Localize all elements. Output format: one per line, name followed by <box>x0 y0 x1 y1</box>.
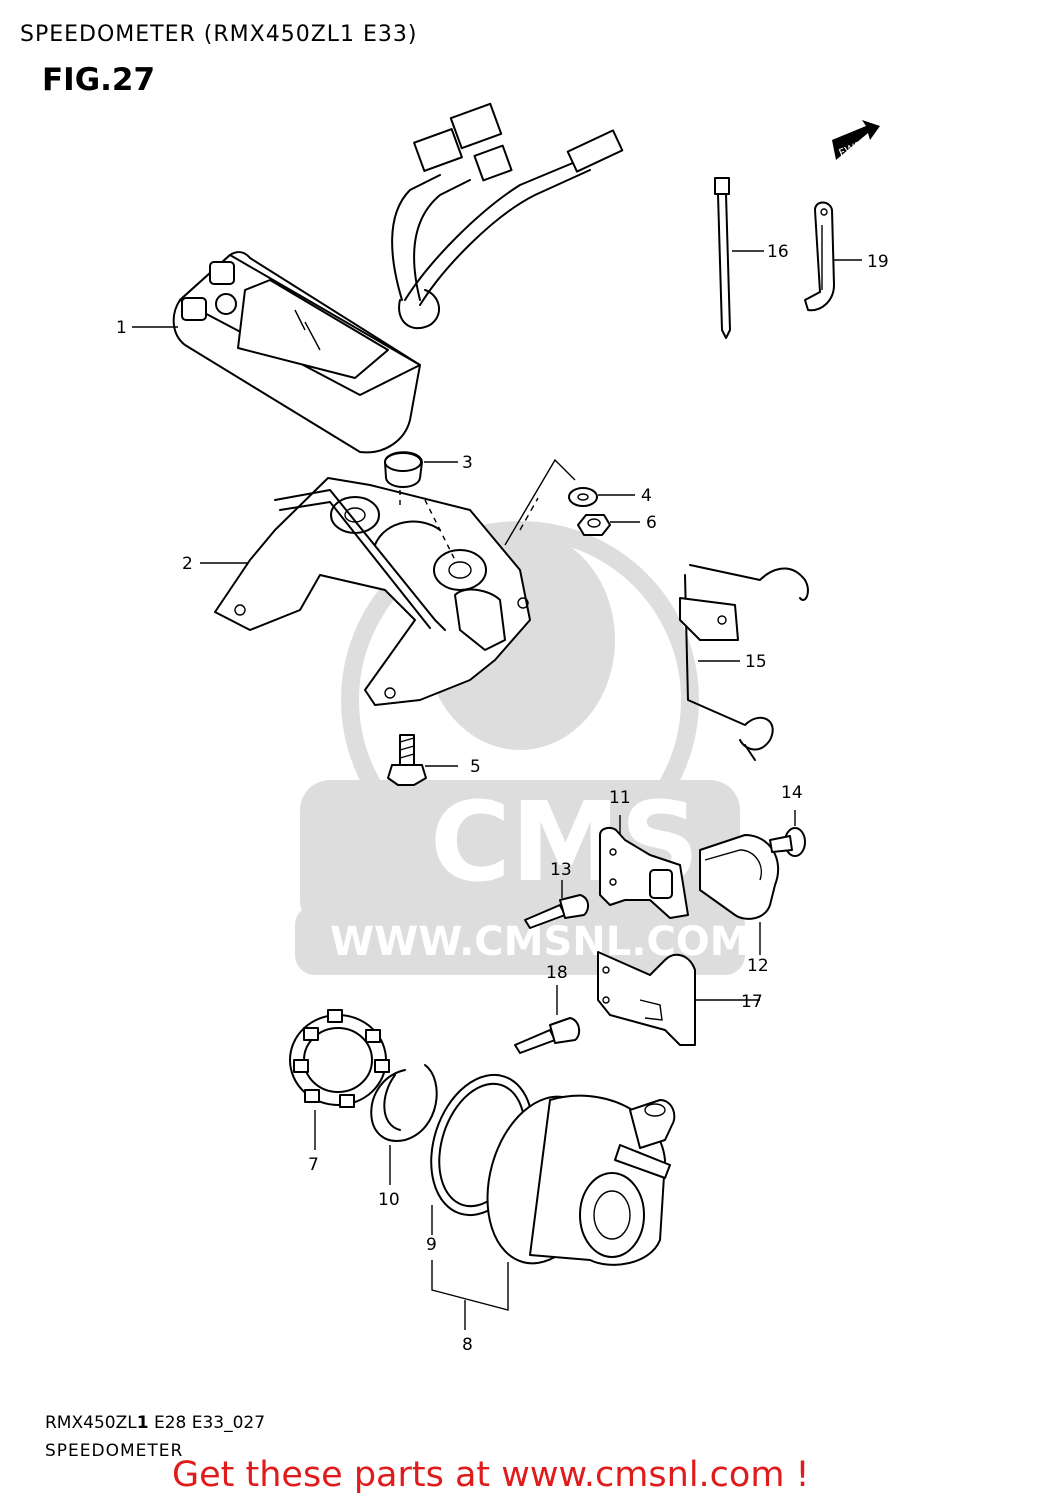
part-13-rivet <box>524 880 590 929</box>
part-14-screw <box>769 810 806 857</box>
callout-9: 9 <box>426 1235 437 1255</box>
part-2-bracket <box>214 458 576 706</box>
part-3-grommet <box>384 451 456 561</box>
part-15-wire-clamp <box>679 564 809 761</box>
callout-1: 1 <box>116 318 127 338</box>
callout-3: 3 <box>462 453 473 473</box>
part-11-sensor-bracket <box>599 815 689 919</box>
callout-14: 14 <box>781 783 803 803</box>
part-8-speed-sensor <box>486 1094 676 1266</box>
part-17-sensor-holder <box>597 951 760 1046</box>
model-prefix: RMX450ZL <box>45 1413 137 1433</box>
fwd-arrow-icon: FWD <box>832 120 880 160</box>
callout-5: 5 <box>470 757 481 777</box>
callout-19: 19 <box>867 252 889 272</box>
part-18-rivet <box>514 985 581 1054</box>
leader-lines <box>132 250 862 1330</box>
callout-2: 2 <box>182 554 193 574</box>
callout-15: 15 <box>745 652 767 672</box>
callout-11: 11 <box>609 788 631 808</box>
callout-17: 17 <box>741 992 763 1012</box>
callout-4: 4 <box>641 486 652 506</box>
part-12-clamp <box>699 834 780 955</box>
callout-18: 18 <box>546 963 568 983</box>
callout-6: 6 <box>646 513 657 533</box>
part-7-retainer-ring <box>289 1009 390 1150</box>
reference-code: RMX450ZL1 E28 E33_027 <box>45 1413 265 1433</box>
page-title: SPEEDOMETER (RMX450ZL1 E33) <box>20 22 418 47</box>
diagram-codes: E28 E33_027 <box>148 1413 266 1433</box>
part-10-circlip <box>370 1064 438 1185</box>
callout-10: 10 <box>378 1190 400 1210</box>
figure-label: FIG.27 <box>42 62 156 98</box>
callout-16: 16 <box>767 242 789 262</box>
callout-7: 7 <box>308 1155 319 1175</box>
callout-12: 12 <box>747 956 769 976</box>
model-suffix: 1 <box>136 1413 149 1433</box>
part-4-washer <box>568 487 598 507</box>
part-5-bolt <box>387 734 427 786</box>
part-6-nut <box>577 514 611 536</box>
footer-cta-link[interactable]: Get these parts at www.cmsnl.com ! <box>172 1455 810 1495</box>
callout-8: 8 <box>462 1335 473 1355</box>
callout-13: 13 <box>550 860 572 880</box>
part-19-clip <box>804 201 835 312</box>
part-1-speedometer-unit <box>172 102 624 454</box>
diagram-subtitle: SPEEDOMETER <box>45 1441 184 1461</box>
part-16-cable-tie <box>714 177 731 339</box>
callout-numbers: 1 2 3 4 5 6 7 8 9 10 11 12 13 14 15 16 1… <box>116 242 889 1355</box>
